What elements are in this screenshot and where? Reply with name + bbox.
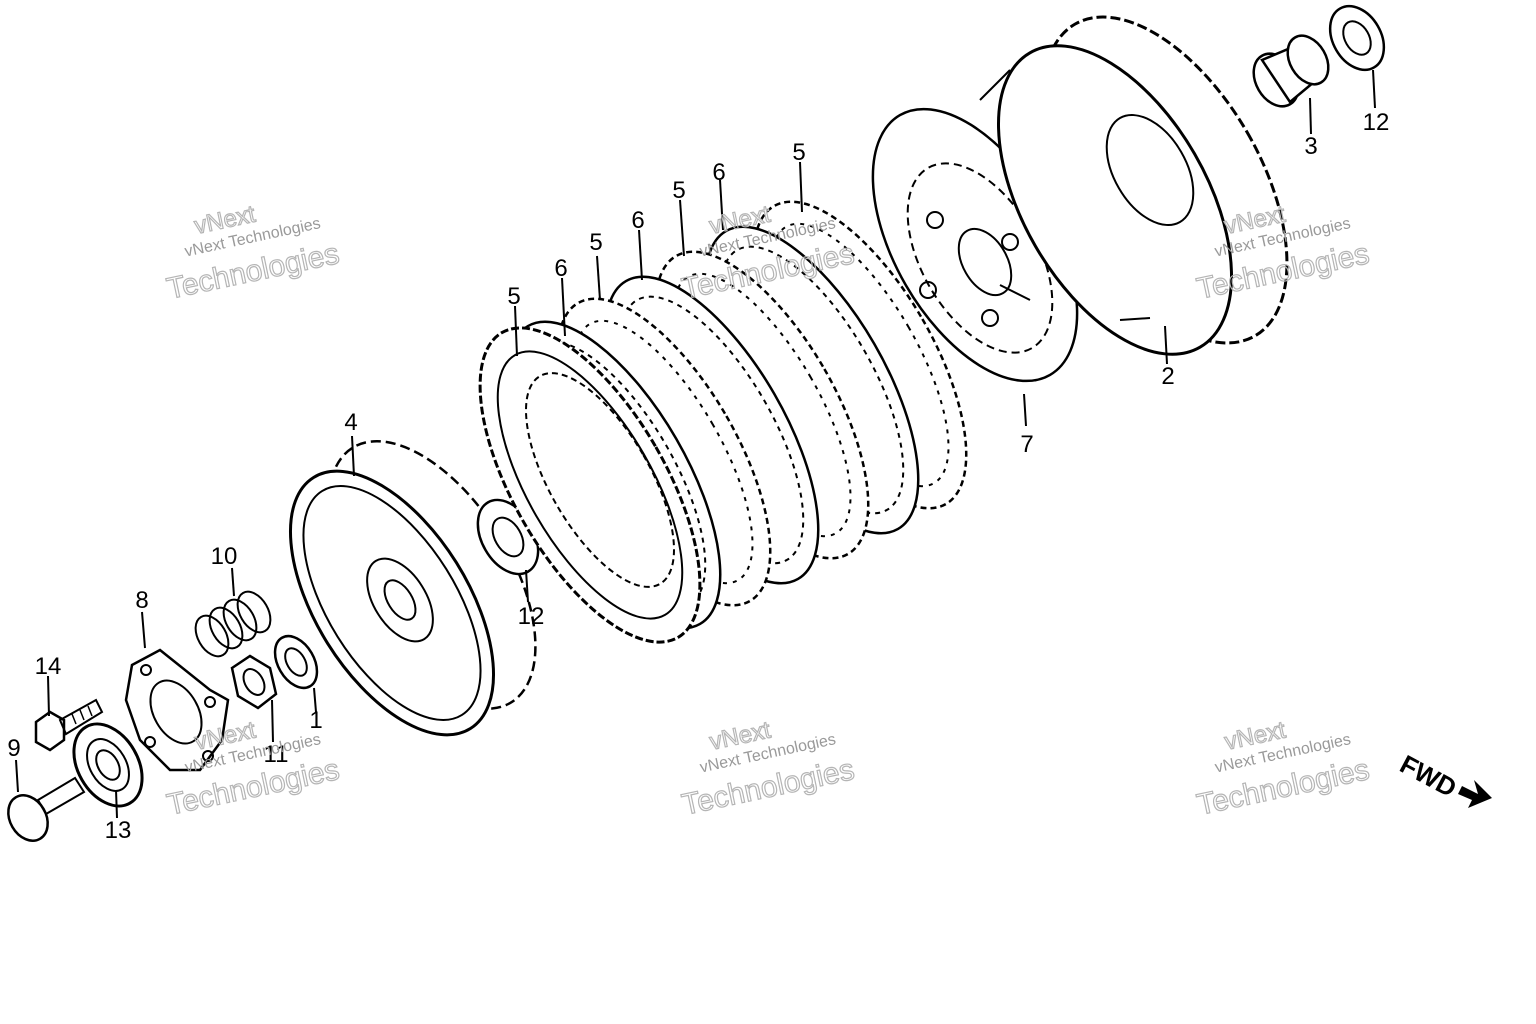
callout-12-upper: 12	[1363, 109, 1390, 136]
callout-12-lower: 12	[518, 603, 545, 630]
part-9-pin	[7, 776, 86, 842]
callout-13: 13	[105, 817, 132, 844]
fwd-direction-indicator: FWD	[1395, 749, 1492, 808]
callout-6a: 6	[554, 255, 567, 282]
callout-5c: 5	[672, 177, 685, 204]
part-8-lifter-plate	[124, 648, 230, 772]
callout-8: 8	[135, 587, 148, 614]
clutch-disc-stack	[478, 200, 968, 644]
callout-numbers: 1 2 3 4 5 6 5 6 5 6 5 7 8 9 10 11 12 12 …	[7, 109, 1389, 844]
callout-11: 11	[264, 741, 289, 768]
callout-14: 14	[35, 653, 62, 680]
callout-6c: 6	[712, 159, 725, 186]
callout-3: 3	[1304, 133, 1317, 160]
callout-7: 7	[1020, 431, 1033, 458]
part-13-bearing	[72, 722, 144, 808]
watermark-top-left: vNext vNext Technologies Technologies	[163, 200, 342, 306]
part-2-clutch-outer	[979, 15, 1289, 356]
part-11-lock-nut	[230, 654, 278, 710]
callout-9: 9	[7, 735, 20, 762]
callout-6b: 6	[631, 207, 644, 234]
callout-5a: 5	[507, 283, 520, 310]
watermark-bottom-center: vNext vNext Technologies Technologies	[679, 716, 858, 822]
callout-10: 10	[211, 543, 238, 570]
fwd-arrow-icon	[1458, 780, 1492, 808]
callout-5d: 5	[792, 139, 805, 166]
callout-2: 2	[1161, 363, 1174, 390]
part-1-washer	[273, 634, 319, 690]
part-12-upper-washer	[1328, 4, 1386, 72]
leader-lines	[15, 69, 1376, 819]
part-3-collar	[1252, 34, 1330, 108]
fwd-label: FWD	[1395, 749, 1461, 803]
callout-5b: 5	[589, 229, 602, 256]
watermark-bottom-right: vNext vNext Technologies Technologies	[1194, 716, 1373, 822]
callout-1: 1	[309, 707, 322, 734]
part-4-pressure-plate	[288, 439, 537, 737]
callout-4: 4	[344, 409, 357, 436]
part-10-spring	[194, 590, 272, 658]
part-14-bolt	[34, 698, 104, 752]
